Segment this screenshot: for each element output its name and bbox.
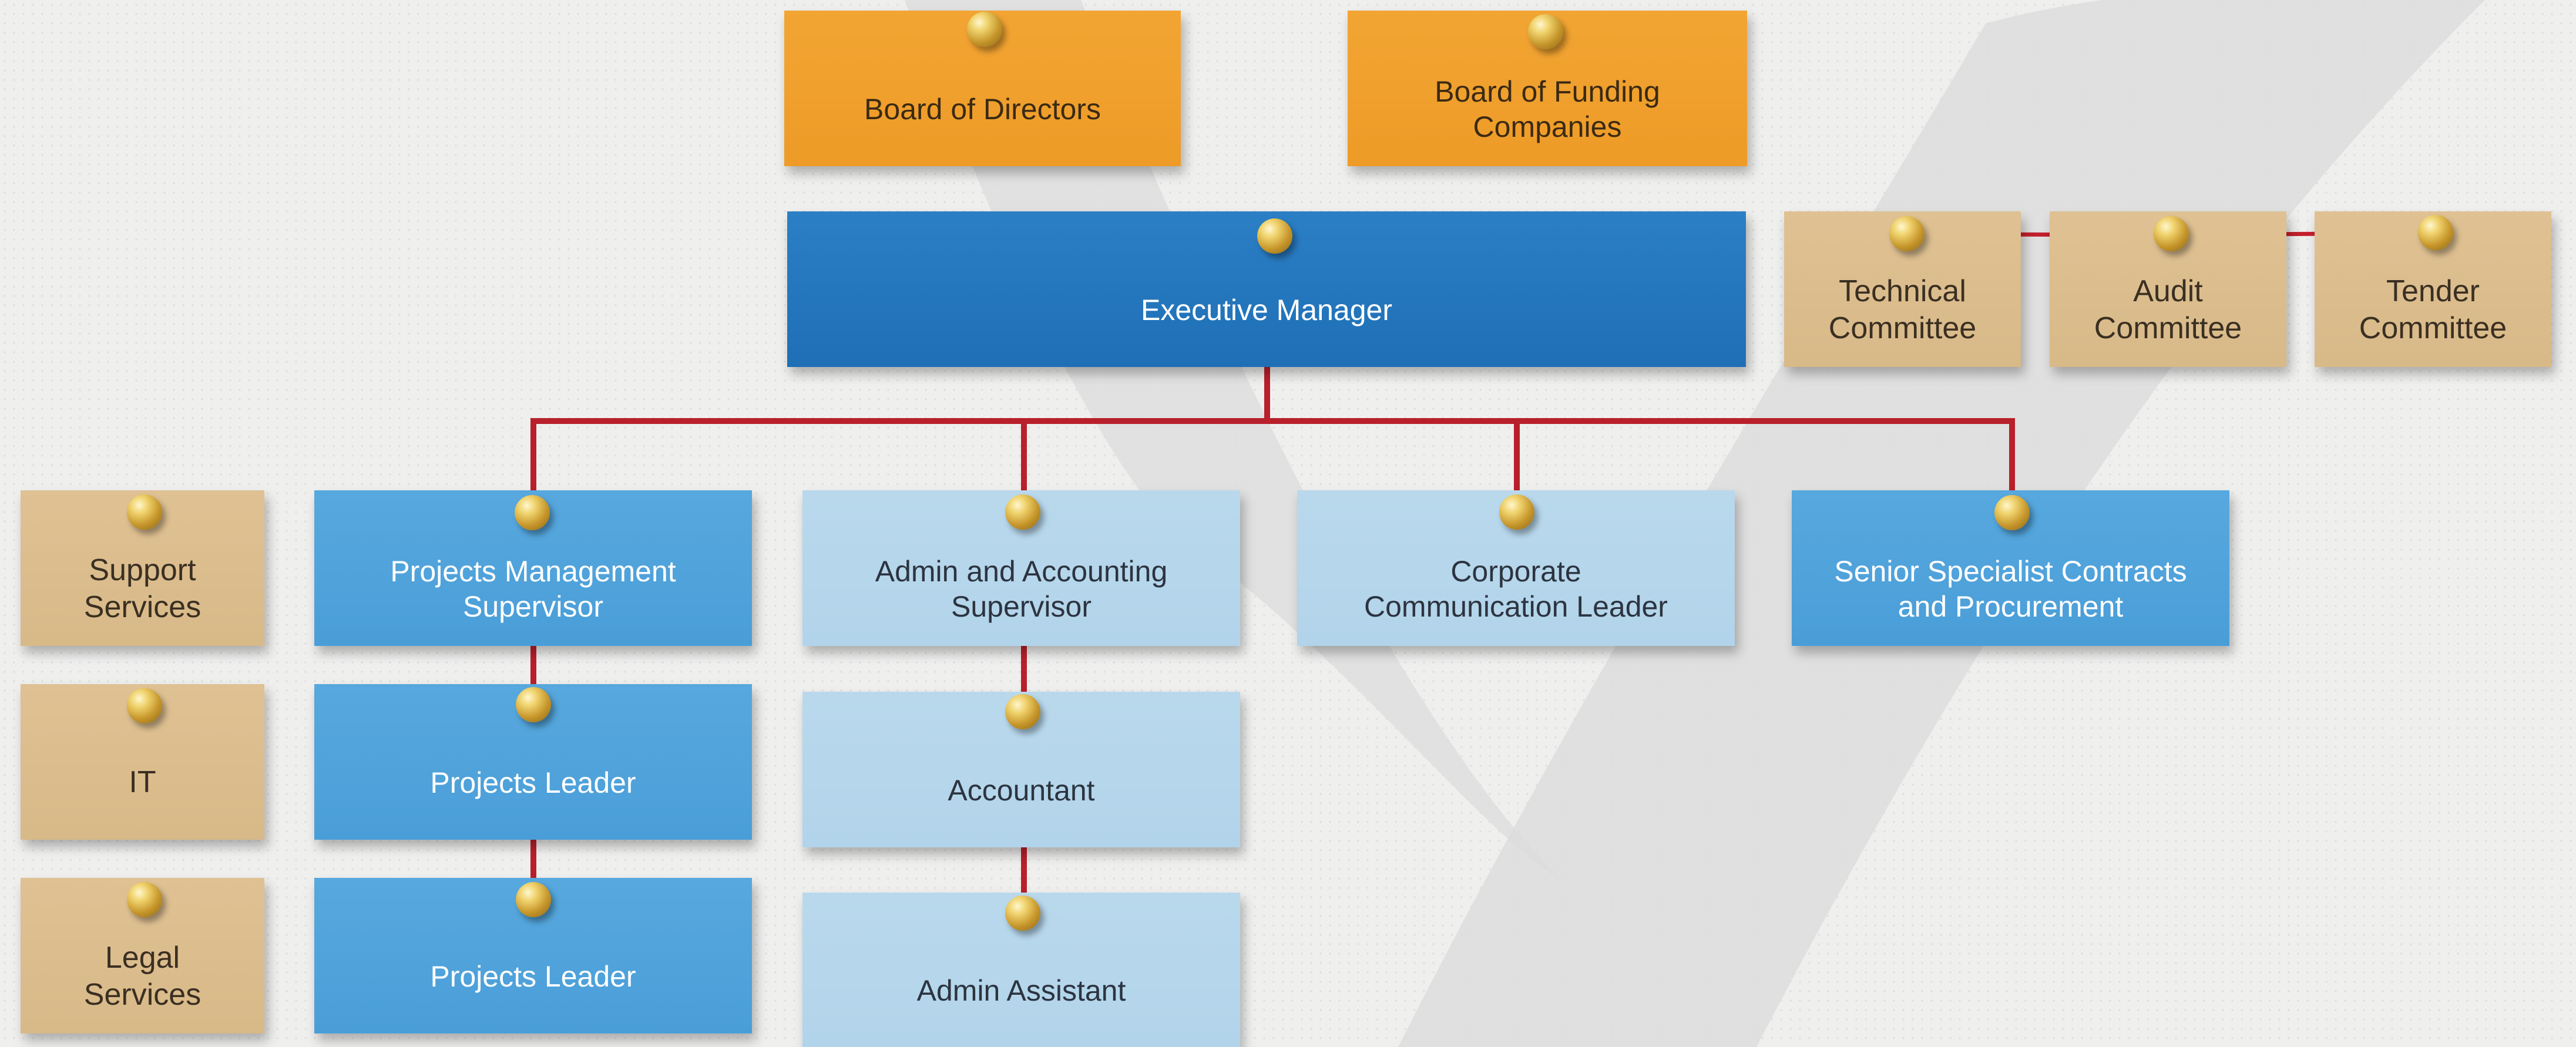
senior-specialist-contracts-label: Senior Specialist Contracts and Procurem… — [1834, 554, 2187, 623]
pushpin-icon — [516, 687, 551, 722]
pushpin-icon — [516, 882, 551, 917]
board-of-directors-node: Board of Directors — [784, 11, 1181, 166]
executive-manager-label: Executive Manager — [1140, 293, 1392, 326]
pushpin-icon — [1499, 494, 1534, 530]
pushpin-icon — [1528, 14, 1563, 49]
pushpin-icon — [127, 882, 162, 917]
support-services-node: Support Services — [21, 490, 264, 646]
pushpin-icon — [1005, 895, 1040, 931]
pushpin-icon — [1005, 494, 1040, 530]
it-label: IT — [129, 765, 156, 800]
pushpin-icon — [1005, 694, 1040, 729]
tender-committee-label: Tender Committee — [2359, 274, 2507, 345]
pushpin-icon — [967, 12, 1002, 47]
projects-leader-label: Projects Leader — [430, 766, 636, 799]
support-services-label: Support Services — [83, 553, 201, 624]
pushpin-icon — [2418, 215, 2453, 250]
admin-assistant-label: Admin Assistant — [916, 974, 1126, 1007]
pushpin-icon — [515, 495, 550, 530]
projects-leader-node: Projects Leader — [314, 684, 752, 840]
projects-leader-label: Projects Leader — [430, 960, 636, 993]
pushpin-icon — [1257, 218, 1292, 254]
board-of-directors-label: Board of Directors — [864, 92, 1101, 126]
pushpin-icon — [1994, 495, 2030, 530]
pushpin-icon — [127, 688, 162, 723]
audit-committee-label: Audit Committee — [2094, 274, 2242, 345]
accountant-label: Accountant — [948, 773, 1095, 807]
corporate-communication-leader-label: Corporate Communication Leader — [1364, 554, 1668, 623]
audit-committee-node: Audit Committee — [2050, 211, 2286, 367]
board-of-funding-label: Board of Funding Companies — [1435, 75, 1660, 143]
pushpin-icon — [127, 494, 162, 530]
pushpin-icon — [1889, 216, 1925, 251]
admin-accounting-supervisor-label: Admin and Accounting Supervisor — [875, 554, 1168, 623]
legal-services-label: Legal Services — [83, 941, 201, 1012]
projects-management-supervisor-label: Projects Management Supervisor — [390, 554, 676, 623]
tender-committee-node: Tender Committee — [2315, 211, 2551, 367]
technical-committee-node: Technical Committee — [1784, 211, 2021, 367]
pushpin-icon — [2154, 216, 2189, 251]
technical-committee-label: Technical Committee — [1828, 274, 1977, 345]
